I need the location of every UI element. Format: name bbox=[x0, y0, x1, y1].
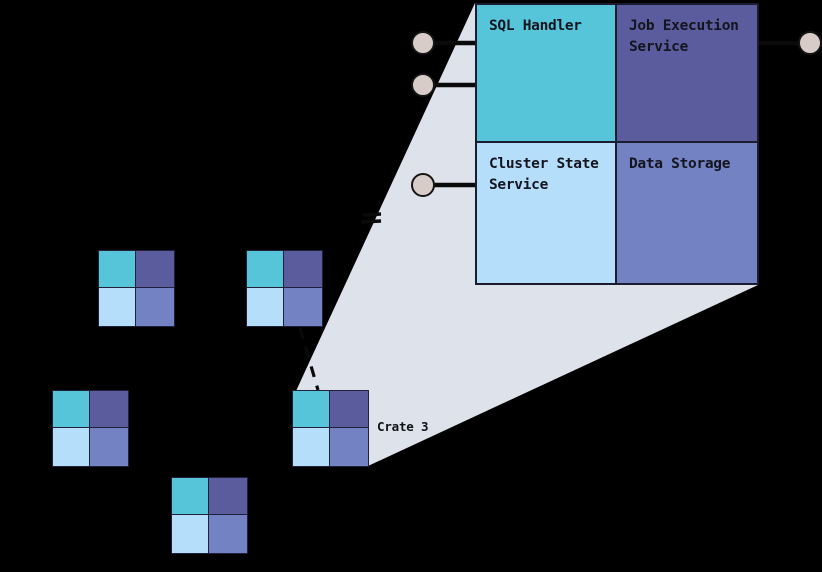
component-sql-handler: SQL Handler bbox=[477, 5, 617, 143]
crate-node-1 bbox=[98, 250, 175, 327]
shard-cell bbox=[247, 288, 284, 326]
shard-cell bbox=[209, 515, 247, 553]
shard-cell bbox=[209, 478, 247, 515]
shard-cell bbox=[172, 515, 209, 553]
shard-cell bbox=[90, 428, 128, 466]
crate-node-2 bbox=[246, 250, 323, 327]
shard-cell bbox=[172, 478, 209, 515]
client-endpoint-icon-right bbox=[798, 31, 822, 55]
shard-cell bbox=[247, 251, 284, 288]
component-cluster-state-service: Cluster State Service bbox=[477, 143, 617, 283]
crate-node-3 bbox=[52, 390, 129, 467]
crate-node-crate3 bbox=[292, 390, 369, 467]
shard-cell bbox=[99, 288, 136, 326]
shard-cell bbox=[284, 288, 322, 326]
shard-cell bbox=[99, 251, 136, 288]
shard-cell bbox=[136, 288, 174, 326]
crate-node-5 bbox=[171, 477, 248, 554]
client-endpoint-icon-1 bbox=[411, 31, 435, 55]
shard-cell bbox=[293, 391, 330, 428]
cone-edge-tick-1 bbox=[362, 212, 382, 217]
shard-cell bbox=[284, 251, 322, 288]
client-endpoint-icon-2 bbox=[411, 73, 435, 97]
component-job-execution-service: Job Execution Service bbox=[617, 5, 757, 143]
shard-cell bbox=[330, 428, 368, 466]
cone-edge-tick-2 bbox=[360, 219, 382, 224]
component-data-storage: Data Storage bbox=[617, 143, 757, 283]
shard-cell bbox=[330, 391, 368, 428]
shard-cell bbox=[53, 391, 90, 428]
shard-cell bbox=[293, 428, 330, 466]
magnifier-cone bbox=[296, 3, 758, 466]
shard-cell bbox=[136, 251, 174, 288]
shard-cell bbox=[90, 391, 128, 428]
dashed-pointer-line bbox=[298, 327, 320, 391]
shard-cell bbox=[53, 428, 90, 466]
crate3-label: Crate 3 bbox=[377, 419, 429, 434]
node-detail-panel: SQL Handler Job Execution Service Cluste… bbox=[475, 3, 759, 285]
client-endpoint-icon-3 bbox=[411, 173, 435, 197]
